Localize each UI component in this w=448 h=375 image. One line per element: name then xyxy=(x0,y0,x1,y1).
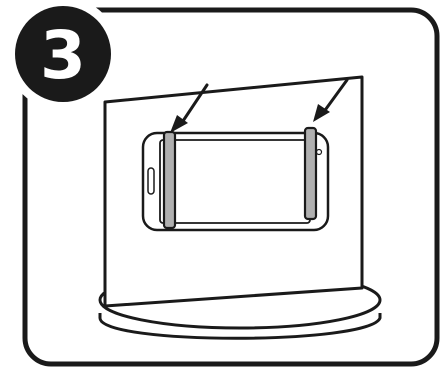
phone-screen xyxy=(159,139,311,224)
phone-home-button xyxy=(147,167,155,195)
arrow-down-left-icon xyxy=(313,78,349,122)
step-badge: 3 xyxy=(6,0,120,111)
rubber-band-left xyxy=(162,130,177,230)
phone-camera xyxy=(315,148,323,156)
step-number: 3 xyxy=(40,17,86,94)
arrow-down-left-icon xyxy=(170,83,209,133)
step-badge-circle xyxy=(15,6,111,102)
rubber-band-right xyxy=(303,126,318,221)
smartphone-icon xyxy=(141,131,330,232)
